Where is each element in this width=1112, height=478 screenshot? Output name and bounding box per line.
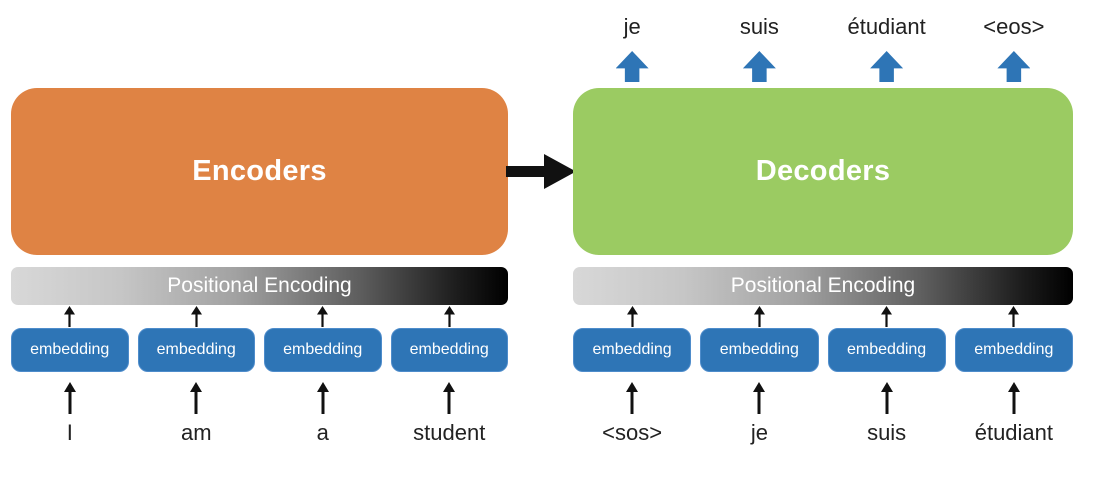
decoder-output-arrows: [573, 51, 1073, 82]
encoder-input-words: I am a student: [11, 417, 508, 449]
positional-encoding-label: Positional Encoding: [167, 274, 352, 297]
encoders-box: Encoders: [11, 88, 508, 255]
up-arrow-icon: [1007, 381, 1020, 414]
block-up-arrow-icon: [615, 51, 649, 82]
encoder-positional-encoding-bar: Positional Encoding: [11, 267, 508, 305]
embedding-label: embedding: [156, 341, 236, 358]
block-up-arrow-icon: [742, 51, 776, 82]
embedding-label: embedding: [974, 341, 1054, 358]
output-word: je: [623, 14, 641, 39]
up-arrow-icon: [190, 305, 202, 327]
embedding-box: embedding: [11, 328, 129, 372]
decoders-box: Decoders: [573, 88, 1073, 255]
encoder-input-to-embedding-arrows: [11, 381, 508, 414]
output-word: <eos>: [983, 14, 1045, 39]
up-arrow-icon: [626, 305, 638, 327]
input-word: étudiant: [974, 420, 1054, 445]
up-arrow-icon: [316, 381, 329, 414]
embedding-label: embedding: [30, 341, 110, 358]
embedding-label: embedding: [847, 341, 927, 358]
embedding-box: embedding: [827, 328, 946, 372]
output-word: étudiant: [847, 14, 926, 39]
input-word: I: [66, 420, 73, 445]
embedding-label: embedding: [592, 341, 672, 358]
decoder-section: je suis étudiant <eos> Decoders Position…: [573, 0, 1073, 478]
up-arrow-icon: [1008, 305, 1020, 327]
encoders-title: Encoders: [192, 155, 327, 187]
encoder-section: Encoders Positional Encoding embedding e…: [11, 0, 508, 478]
up-arrow-icon: [753, 305, 765, 327]
encoder-embedding-row: embedding embedding embedding embedding: [11, 328, 508, 372]
input-word: student: [413, 420, 486, 445]
up-arrow-icon: [443, 381, 456, 414]
embedding-box: embedding: [137, 328, 255, 372]
embedding-box: embedding: [954, 328, 1073, 372]
input-word: <sos>: [602, 420, 663, 445]
up-arrow-icon: [626, 381, 639, 414]
embedding-label: embedding: [283, 341, 363, 358]
output-word: suis: [739, 14, 779, 39]
embedding-box: embedding: [390, 328, 508, 372]
decoder-embedding-row: embedding embedding embedding embedding: [573, 328, 1073, 372]
decoder-input-words: <sos> je suis étudiant: [573, 417, 1073, 449]
embedding-label: embedding: [409, 341, 489, 358]
up-arrow-icon: [190, 381, 203, 414]
block-up-arrow-icon: [997, 51, 1031, 82]
embedding-box: embedding: [700, 328, 819, 372]
input-word: je: [750, 420, 768, 445]
positional-encoding-label: Positional Encoding: [730, 274, 916, 297]
embedding-label: embedding: [719, 341, 799, 358]
up-arrow-icon: [753, 381, 766, 414]
embedding-box: embedding: [264, 328, 382, 372]
decoders-title: Decoders: [755, 155, 891, 187]
embedding-box: embedding: [573, 328, 692, 372]
block-up-arrow-icon: [870, 51, 904, 82]
up-arrow-icon: [64, 305, 76, 327]
encoder-embedding-to-positional-arrows: [11, 305, 508, 327]
up-arrow-icon: [881, 305, 893, 327]
decoder-input-to-embedding-arrows: [573, 381, 1073, 414]
up-arrow-icon: [63, 381, 76, 414]
input-word: am: [180, 420, 212, 445]
input-word: a: [316, 420, 329, 445]
up-arrow-icon: [443, 305, 455, 327]
decoder-output-words: je suis étudiant <eos>: [573, 10, 1073, 44]
decoder-positional-encoding-bar: Positional Encoding: [573, 267, 1073, 305]
encoder-to-decoder-arrow-icon: [506, 154, 576, 189]
decoder-embedding-to-positional-arrows: [573, 305, 1073, 327]
input-word: suis: [867, 420, 907, 445]
up-arrow-icon: [317, 305, 329, 327]
up-arrow-icon: [880, 381, 893, 414]
